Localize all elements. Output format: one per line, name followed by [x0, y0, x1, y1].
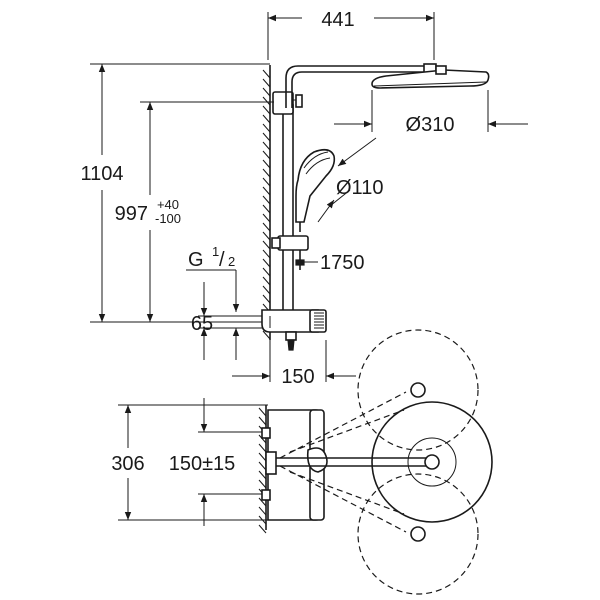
wall-hatch-line [262, 186, 271, 196]
dimension-441: 441 [267, 9, 435, 60]
wall-hatch-line [262, 132, 271, 142]
thread-separator: / [219, 249, 225, 271]
dim-150-label: 150 [281, 366, 314, 388]
wall-hatch-line [262, 141, 271, 151]
dimension-150-tolerance: 150±15 [169, 398, 262, 526]
wall-hatch-line [262, 87, 271, 97]
wall-hatch-line [262, 267, 271, 277]
wall-hatch-line [262, 330, 271, 340]
swivel-arm-plan [265, 451, 440, 475]
thread-prefix: G [188, 249, 204, 271]
wall-hatch-line [262, 96, 271, 106]
dim-310-label: Ø310 [406, 114, 455, 136]
wall-plan [258, 405, 267, 534]
wall-hatch-line [262, 222, 271, 232]
wall-hatch-line [262, 276, 271, 286]
wall-hatch-line [258, 461, 267, 471]
dimension-65: 65 [191, 282, 262, 360]
thermostat-plan [261, 409, 328, 521]
dimension-306: 306 [111, 404, 268, 521]
wall-hatch-line [258, 443, 267, 453]
dim-997-tol-minus: -100 [155, 211, 181, 226]
wall-hatch-line [262, 168, 271, 178]
wall-hatch-line [258, 479, 267, 489]
wall-elevation [262, 65, 271, 340]
dimension-hose: 1750 [304, 252, 365, 274]
wall-hatch-line [262, 114, 271, 124]
wall-hatch-line [262, 195, 271, 205]
wall-hatch-line [262, 105, 271, 115]
wall-hatch-line [262, 240, 271, 250]
wall-hatch-line [262, 159, 271, 169]
wall-hatch-line [262, 294, 271, 304]
dimension-150: 150 [232, 340, 356, 388]
dim-306-label: 306 [111, 453, 144, 475]
wall-hatch-line [258, 416, 267, 426]
dim-441-label: 441 [321, 9, 354, 31]
thread-denominator: 2 [228, 254, 235, 269]
wall-hatch-line [262, 249, 271, 259]
dimension-1104: 1104 [80, 63, 270, 323]
wall-hatch-line [258, 470, 267, 480]
wall-hatch-line [262, 285, 271, 295]
wall-hatch-line [262, 177, 271, 187]
dim-997-tol-plus: +40 [157, 197, 179, 212]
wall-hatch-line [262, 150, 271, 160]
thread-numerator: 1 [212, 244, 219, 259]
dim-110-label: Ø110 [336, 177, 383, 199]
wall-hatch-line [258, 497, 267, 507]
dim-997-label: 997 [115, 203, 148, 225]
overhead-shower-head [371, 65, 490, 89]
dim-1750-label: 1750 [320, 252, 365, 274]
wall-hatch-line [262, 78, 271, 88]
dimension-head-diameter: Ø310 [334, 90, 528, 136]
wall-hatch-line [262, 231, 271, 241]
thermostat-elevation [261, 309, 327, 351]
dimension-997: 997 +40 -100 [115, 101, 274, 322]
wall-hatch-line [258, 524, 267, 534]
wall-hatch-line [262, 258, 271, 268]
shower-head-plan [279, 329, 493, 595]
hand-shower [295, 148, 336, 232]
wall-hatch-line [258, 407, 267, 417]
wall-hatch-line [262, 69, 271, 79]
wall-hatch-line [262, 213, 271, 223]
dim-150-15-label: 150±15 [169, 453, 236, 475]
dim-65-label: 65 [191, 313, 213, 335]
dim-1104-label: 1104 [80, 163, 123, 185]
hand-shower-holder [271, 235, 309, 270]
wall-hatch-line [258, 452, 267, 462]
wall-hatch-line [262, 123, 271, 133]
dimension-hand-diameter: Ø110 [317, 137, 383, 223]
wall-hatch-line [262, 204, 271, 214]
dimension-thread: G 1 / 2 [186, 244, 240, 312]
wall-hatch-line [258, 506, 267, 516]
wall-hatch-line [258, 434, 267, 444]
